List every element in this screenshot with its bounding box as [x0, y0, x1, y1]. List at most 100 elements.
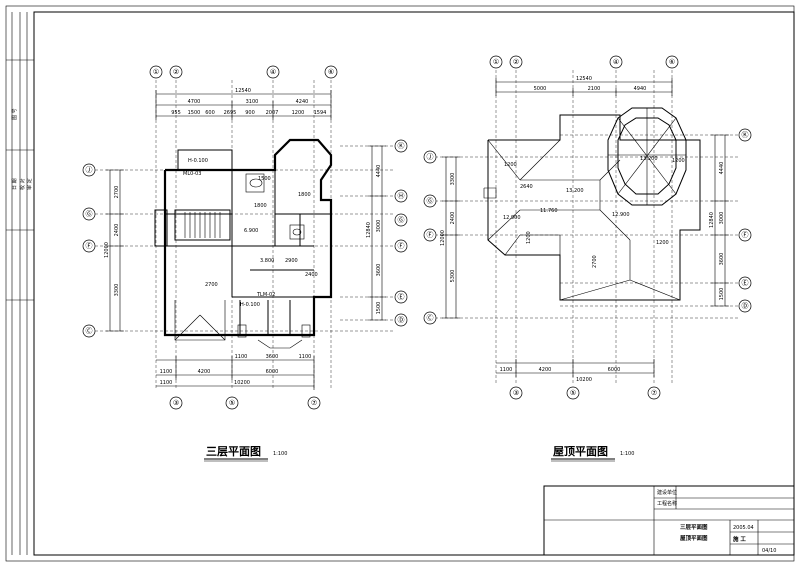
- roof-dim-left-overall: 12000: [440, 230, 446, 246]
- roof-dim-top-1: 5000: [534, 86, 547, 92]
- inner-border: [33, 11, 795, 556]
- dim-top-r2-5: 900: [245, 110, 255, 116]
- roof-axis-left-F: Ⓕ: [427, 231, 434, 239]
- strip-label-3: 校 对: [19, 178, 26, 190]
- dim-left-overall: 12000: [104, 242, 110, 258]
- label-6900: 6.900: [244, 228, 258, 234]
- axis-bottom-5: ⑤: [229, 399, 235, 407]
- label-1800b: 1800: [298, 192, 311, 198]
- roof-label-4: 11.760: [540, 208, 558, 214]
- dim-right-1: 4440: [376, 165, 382, 178]
- roof-plan: 12540 5000 2100 4940 1100 4200 6000 1020…: [423, 55, 752, 462]
- roof-label-10: 2700: [592, 255, 598, 268]
- tb-stage: 施 工: [733, 535, 746, 543]
- roof-dim-bottom-left: 1100: [500, 367, 513, 373]
- label-1500: 1500: [258, 176, 271, 182]
- roof-axis-top-1: ①: [493, 58, 499, 66]
- roof-axis-left-C: Ⓒ: [427, 314, 434, 322]
- roof-label-7: 2640: [520, 184, 533, 190]
- roof-axis-top-6: ⑥: [669, 58, 675, 66]
- roof-dim-left-1: 3300: [450, 173, 456, 186]
- axis-top-4: ④: [270, 68, 276, 76]
- roof-axis-bubbles-top: ① ② ④ ⑥: [489, 55, 679, 69]
- axis-right-E: Ⓔ: [398, 293, 405, 301]
- dim-top-r2-6: 2007: [266, 110, 279, 116]
- axis-bubbles-bottom: ③ ⑤ ⑦: [169, 396, 321, 410]
- left-strip: 图 号 日 期 校 对 审 定: [6, 12, 34, 555]
- roof-axis-right-E: Ⓔ: [742, 279, 749, 287]
- plan-scale-roof: 1:100: [620, 451, 634, 457]
- roof-dim-bottom-2: 6000: [608, 367, 621, 373]
- label-3800: 3.800: [260, 258, 274, 264]
- roof-label-5: 12.900: [503, 215, 521, 221]
- label-h0100-b: H-0.100: [240, 302, 260, 308]
- tb-drawing-title-2: 屋顶平面图: [680, 534, 708, 542]
- dim-right-3: 3600: [376, 264, 382, 277]
- dim-bottom-r1-2: 3600: [266, 354, 279, 360]
- dim-bottom-r2-1: 4200: [198, 369, 211, 375]
- roof-dim-left-2: 2400: [450, 212, 456, 225]
- dim-right-4: 1500: [376, 302, 382, 315]
- roof-dim-top-overall: 12540: [576, 76, 592, 82]
- label-tlm02: TLM-02: [256, 292, 275, 298]
- dim-bottom-r1-3: 1100: [299, 354, 312, 360]
- roof-dim-right-4: 1500: [719, 288, 725, 301]
- dim-right-overall: 12840: [366, 222, 372, 238]
- roof-dim-left-3: 5300: [450, 270, 456, 283]
- roof-dim-right-1: 4440: [719, 162, 725, 175]
- roof-axis-bottom-3: ③: [513, 389, 519, 397]
- plan-title-roof: 屋顶平面图: [553, 445, 608, 458]
- dim-top-1: 4700: [188, 99, 201, 105]
- dim-top-3: 4240: [296, 99, 309, 105]
- axis-bubbles-right: Ⓚ Ⓗ Ⓖ Ⓕ Ⓔ Ⓓ: [394, 139, 408, 327]
- dim-top-r2-8: 1594: [314, 110, 327, 116]
- axis-bubbles-left: Ⓙ Ⓖ Ⓕ Ⓒ: [82, 163, 96, 338]
- roof-label-9: 1200: [656, 240, 669, 246]
- dim-top-r2-7: 1200: [292, 110, 305, 116]
- strip-label-2: 日 期: [12, 178, 18, 190]
- label-h0100-a: H-0.100: [188, 158, 208, 164]
- dim-left-2: 2400: [114, 224, 120, 237]
- dim-top-r2-1: 955: [171, 110, 181, 116]
- stair: [184, 212, 221, 238]
- dim-bottom-r1-1: 1100: [235, 354, 248, 360]
- dim-top-r2-3: 600: [205, 110, 215, 116]
- tb-row2-label: 工程名称: [657, 500, 677, 507]
- tb-date: 2005.04: [733, 525, 754, 531]
- roof-axis-right-F: Ⓕ: [742, 231, 749, 239]
- outer-border: [5, 5, 795, 562]
- roof-label-2: 13.200: [566, 188, 584, 194]
- strip-label-4: 审 定: [26, 178, 33, 190]
- roof-label-6: 12.900: [612, 212, 630, 218]
- label-ml003: ML0-03: [183, 171, 201, 177]
- roof-ridges: [483, 108, 686, 301]
- axis-top-6: ⑥: [328, 68, 334, 76]
- tb-drawing-title-1: 三层平面图: [680, 523, 708, 531]
- roof-dim-right-overall: 12840: [709, 212, 715, 228]
- roof-axis-bubbles-right: Ⓚ Ⓕ Ⓔ Ⓓ: [738, 128, 752, 313]
- axis-left-G: Ⓖ: [86, 210, 93, 218]
- axis-left-F: Ⓕ: [86, 242, 93, 250]
- dim-top-overall: 12540: [235, 88, 251, 94]
- label-2400: 2400: [305, 272, 318, 278]
- roof-label-11: 1200: [526, 231, 532, 244]
- label-1800: 1800: [254, 203, 267, 209]
- axis-bottom-3: ③: [173, 399, 179, 407]
- dim-bottom-r2-2: 6000: [266, 369, 279, 375]
- plan-title-third-floor: 三层平面图: [206, 445, 261, 458]
- axis-right-H: Ⓗ: [398, 192, 405, 200]
- roof-label-3: 13.200: [640, 156, 658, 162]
- roof-axis-bubbles-bottom: ③ ⑤ ⑦: [509, 386, 661, 400]
- axis-top-1: ①: [153, 68, 159, 76]
- roof-axis-right-K: Ⓚ: [742, 131, 749, 139]
- dim-bottom-overall: 10200: [234, 380, 250, 386]
- axis-right-D: Ⓓ: [398, 316, 405, 324]
- roof-axis-left-J: Ⓙ: [427, 153, 434, 161]
- roof-dim-right-3: 3600: [719, 253, 725, 266]
- dim-top-r2-4: 2695: [224, 110, 237, 116]
- axis-top-2: ②: [173, 68, 179, 76]
- dim-bottom-left: 1100: [160, 369, 173, 375]
- label-2700: 2700: [205, 282, 218, 288]
